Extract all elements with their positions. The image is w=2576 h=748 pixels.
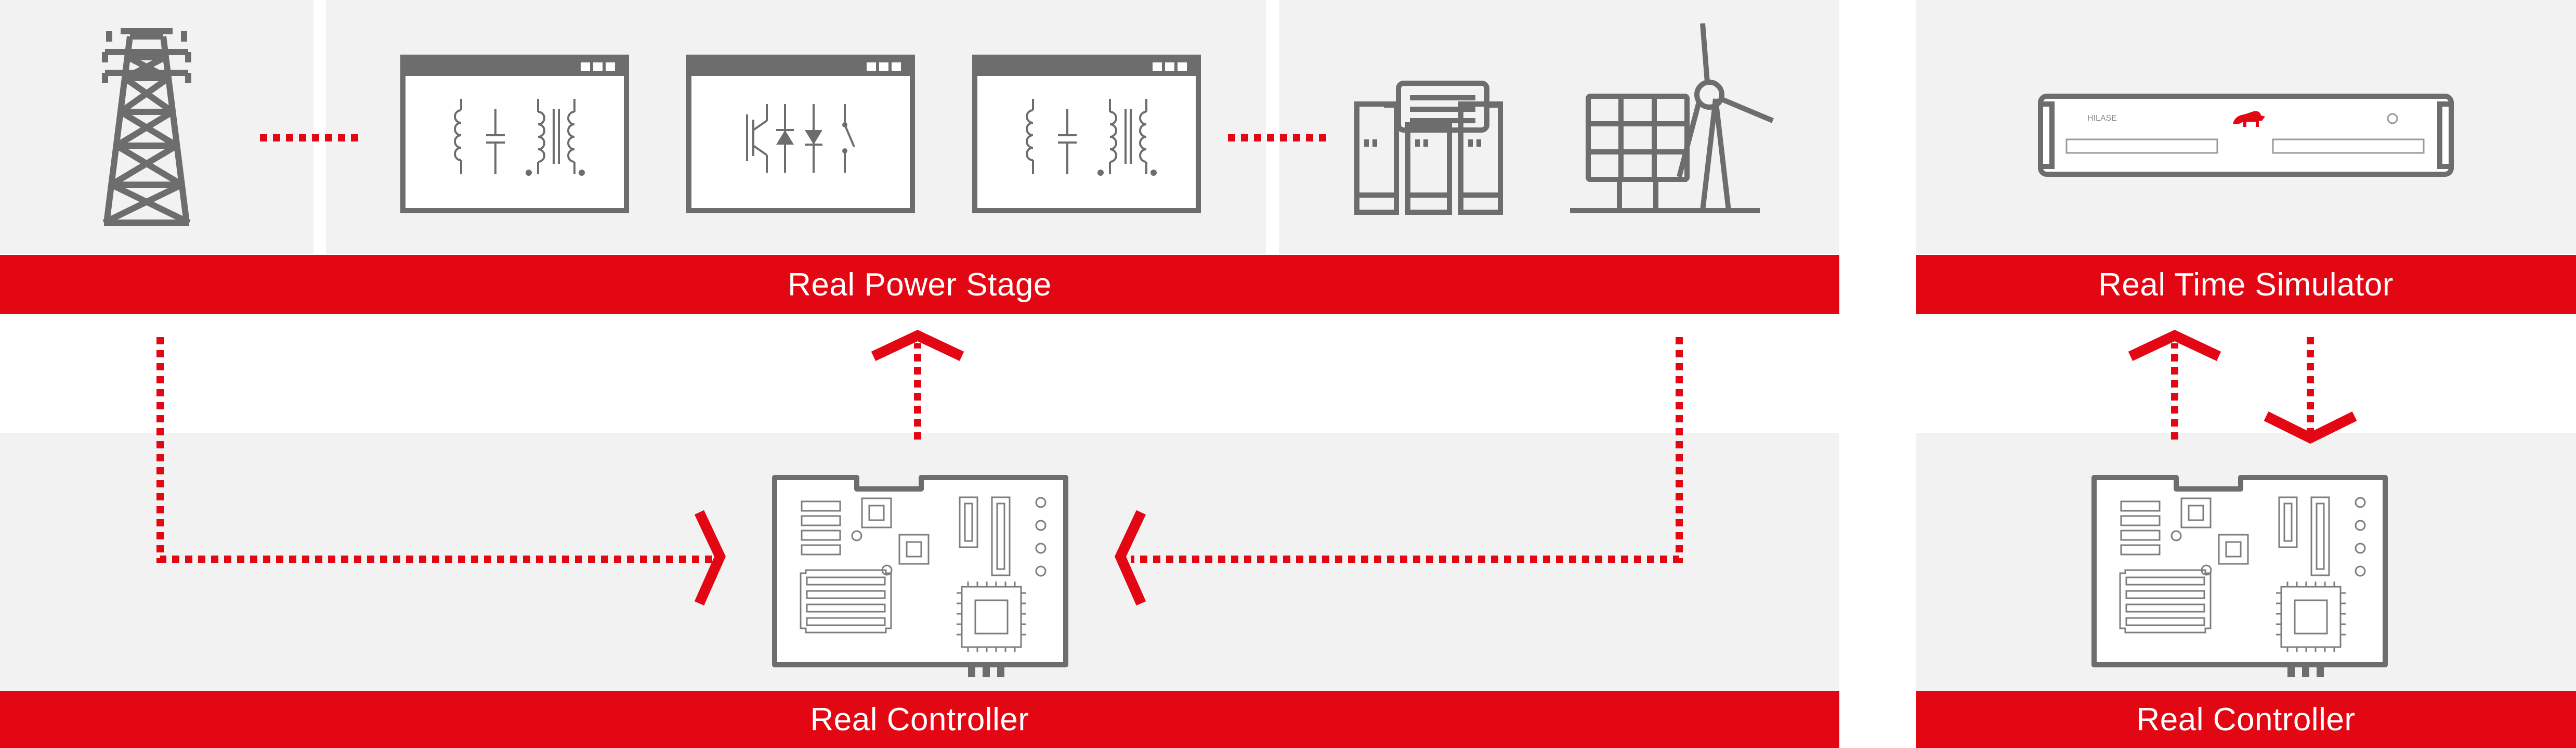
- arrow-heads-right: [2128, 329, 2357, 444]
- controller-connections-right: [2171, 337, 2314, 440]
- controller-board-icon: [775, 478, 1066, 677]
- power-electronics-window-icon: [689, 57, 912, 211]
- band-real-time-simulator: Real Time Simulator: [1916, 255, 2576, 314]
- controller-connections-left: [156, 337, 1683, 563]
- industrial-load-details: [1364, 139, 1481, 147]
- panel-grid: [0, 0, 313, 254]
- real-time-simulator-device-icon: HILASE: [2038, 94, 2454, 177]
- band-real-controller-left: Real Controller: [0, 691, 1839, 748]
- simulator-brand-text: HILASE: [2087, 114, 2117, 123]
- transformer-window-icon: [975, 57, 1198, 211]
- controller-board-icon: [2094, 478, 2385, 677]
- transformer-window-icon: [403, 57, 626, 211]
- band-real-power-stage: Real Power Stage: [0, 255, 1839, 314]
- band-real-controller-right: Real Controller: [1916, 691, 2576, 748]
- transmission-tower-icon: [102, 28, 191, 226]
- arrow-heads-left: [694, 329, 1146, 606]
- industrial-load-icon: [1354, 81, 1503, 215]
- solar-wind-icon: [1570, 23, 1774, 213]
